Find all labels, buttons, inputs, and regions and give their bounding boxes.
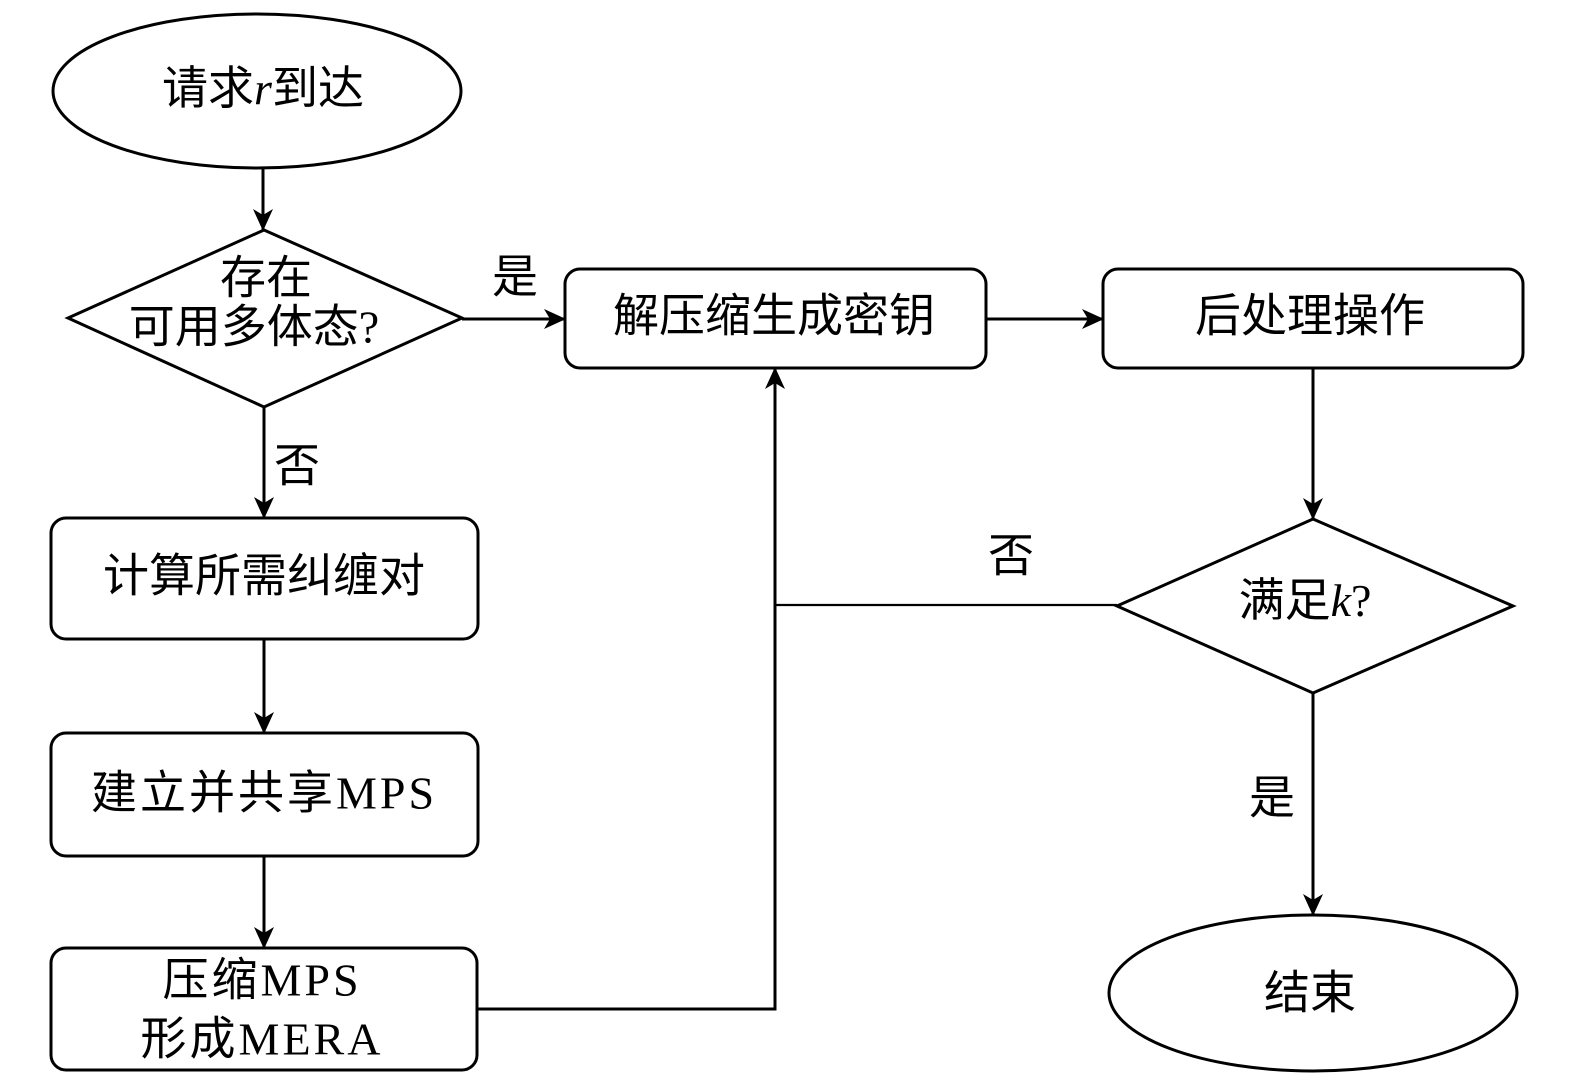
node-decompress-key: 解压缩生成密钥: [563, 267, 988, 370]
post-process-label: 后处理操作: [1195, 291, 1425, 342]
check-polystate-line1: 存在: [220, 253, 312, 304]
start-ellipse: [51, 12, 463, 170]
decompress-key-box: [563, 267, 988, 370]
node-check-k: 满足k?: [1113, 517, 1517, 695]
node-start: 请求r到达: [51, 12, 463, 170]
end-label: 结束: [1264, 968, 1356, 1019]
build-mps-box: [49, 731, 480, 858]
compress-mps-line2: 形成MERA: [141, 1014, 384, 1065]
decompress-key-label: 解压缩生成密钥: [613, 291, 935, 342]
start-label: 请求r到达: [162, 63, 364, 114]
check-k-label-var: k: [1331, 575, 1353, 626]
edge-compress-mps-to-decompress-key: [477, 367, 785, 1011]
check-polystate-line2: 可用多体态?: [129, 302, 379, 353]
compress-mps-box: [49, 946, 479, 1072]
check-polystate-diamond: [64, 228, 466, 409]
compress-mps-line1: 压缩MPS: [162, 955, 361, 1006]
start-label-suffix: 到达: [272, 63, 364, 114]
node-compute-pairs: 计算所需纠缠对: [49, 516, 480, 641]
edge-label-no-polystate: 否: [274, 441, 320, 492]
check-k-diamond: [1113, 517, 1517, 695]
node-build-mps: 建立并共享MPS: [49, 731, 480, 858]
edge-label-yes-polystate: 是: [492, 252, 538, 303]
node-post-process: 后处理操作: [1101, 267, 1525, 370]
node-compress-mps: 压缩MPS 形成MERA: [49, 946, 479, 1072]
edge-label-no-check-k: 否: [988, 531, 1034, 582]
check-k-label-suffix: ?: [1351, 575, 1371, 626]
post-process-box: [1101, 267, 1525, 370]
node-check-polystate: 存在 可用多体态?: [64, 228, 466, 409]
start-label-prefix: 请求: [162, 63, 254, 114]
node-end: 结束: [1107, 913, 1519, 1073]
build-mps-label: 建立并共享MPS: [91, 768, 437, 819]
edge-label-yes-check-k: 是: [1249, 773, 1295, 824]
start-label-var: r: [254, 63, 273, 114]
check-k-label: 满足k?: [1239, 575, 1372, 626]
end-ellipse: [1107, 913, 1519, 1073]
check-k-label-prefix: 满足: [1239, 575, 1331, 626]
compute-pairs-box: [49, 516, 480, 641]
compute-pairs-label: 计算所需纠缠对: [103, 551, 425, 602]
